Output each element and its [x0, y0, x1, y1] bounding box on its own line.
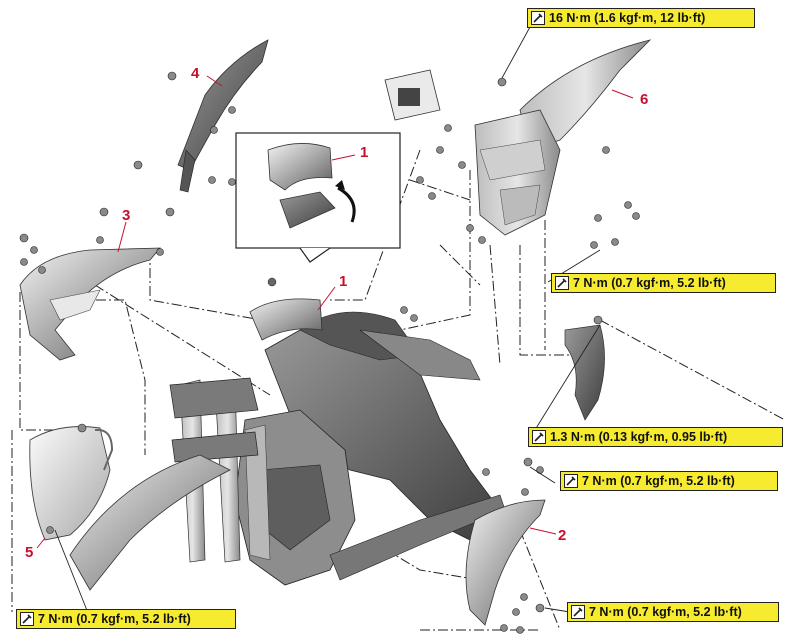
motorcycle-frame: [69, 311, 506, 591]
torque-spec-text: 7 N·m (0.7 kgf·m, 5.2 lb·ft): [589, 605, 742, 619]
torque-wrench-icon: [555, 276, 569, 290]
callout-part-2: 2: [558, 527, 567, 544]
torque-spec-right-shroud-upper: 7 N·m (0.7 kgf·m, 5.2 lb·ft): [560, 471, 778, 491]
torque-spec-text: 16 N·m (1.6 kgf·m, 12 lb·ft): [549, 11, 706, 25]
torque-wrench-icon: [564, 474, 578, 488]
rear-fender: [474, 39, 652, 236]
side-panel-upper: [177, 39, 269, 193]
torque-spec-mud-flap: 1.3 N·m (0.13 kgf·m, 0.95 lb·ft): [528, 427, 783, 447]
torque-spec-text: 7 N·m (0.7 kgf·m, 5.2 lb·ft): [582, 474, 735, 488]
detail-inset: [235, 132, 401, 263]
fasteners: [19, 71, 640, 634]
torque-spec-text: 7 N·m (0.7 kgf·m, 5.2 lb·ft): [38, 612, 191, 626]
right-shroud: [465, 499, 546, 626]
torque-spec-text: 1.3 N·m (0.13 kgf·m, 0.95 lb·ft): [550, 430, 728, 444]
callout-part-4: 4: [191, 65, 200, 82]
callout-part-3: 3: [122, 207, 131, 224]
torque-wrench-icon: [20, 612, 34, 626]
number-plate: [29, 426, 114, 541]
torque-spec-text: 7 N·m (0.7 kgf·m, 5.2 lb·ft): [573, 276, 726, 290]
callout-leaders: [36, 75, 634, 549]
torque-spec-number-plate: 7 N·m (0.7 kgf·m, 5.2 lb·ft): [16, 609, 236, 629]
callout-part-5: 5: [25, 544, 34, 561]
torque-spec-fender-bolt: 16 N·m (1.6 kgf·m, 12 lb·ft): [527, 8, 755, 28]
torque-wrench-icon: [531, 11, 545, 25]
torque-wrench-icon: [532, 430, 546, 444]
callout-part-1: 1: [339, 273, 348, 290]
callout-part-6: 6: [640, 91, 649, 108]
mud-flap: [564, 324, 605, 421]
torque-spec-rear-bracket: 7 N·m (0.7 kgf·m, 5.2 lb·ft): [551, 273, 776, 293]
left-shroud: [19, 247, 161, 361]
callout-part-1-inset: 1: [360, 144, 369, 161]
torque-wrench-icon: [571, 605, 585, 619]
upper-cover: [249, 277, 323, 341]
electrical-bracket: [384, 69, 441, 121]
torque-spec-right-shroud-lower: 7 N·m (0.7 kgf·m, 5.2 lb·ft): [567, 602, 779, 622]
